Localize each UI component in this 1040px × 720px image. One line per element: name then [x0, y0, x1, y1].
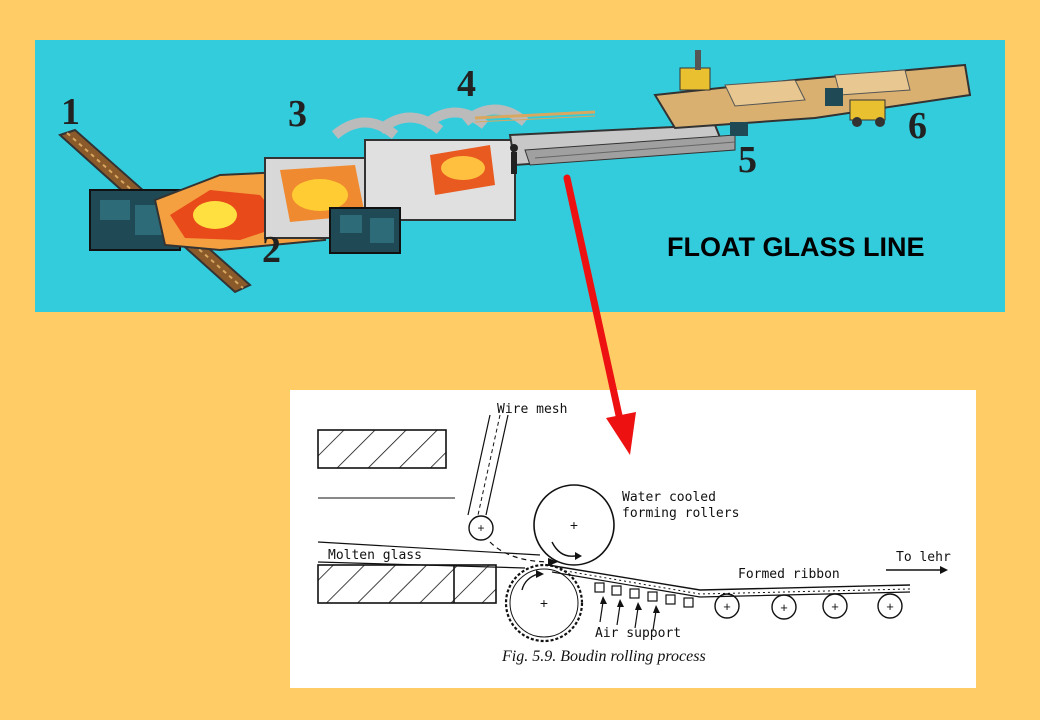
step-number-2: 2: [262, 229, 281, 271]
mesh-guide-roller: [468, 515, 494, 541]
forklift-vehicle: [849, 99, 886, 121]
water-cooled-label: Water cooled: [622, 490, 716, 505]
step-number-4: 4: [457, 63, 476, 105]
operator-figure: [511, 152, 517, 174]
float-glass-line-illustration: 1 2 3 4 5 6 FLOAT GLASS LINE: [35, 40, 1005, 312]
lower-refractory-block: [317, 564, 497, 604]
molten-glass-top-line: [317, 541, 541, 556]
to-lehr-label: To lehr: [896, 550, 951, 565]
step-number-1: 1: [61, 91, 80, 133]
forming-rollers-label: forming rollers: [622, 506, 740, 521]
rolling-process-drawing: + + +: [317, 414, 948, 643]
svg-text:+: +: [540, 595, 548, 611]
svg-text:+: +: [723, 599, 731, 614]
production-line-drawing: [58, 50, 972, 294]
boudin-rolling-diagram: + + +: [290, 390, 976, 688]
formed-ribbon-line: [547, 564, 911, 591]
wire-mesh-label: Wire mesh: [497, 402, 568, 417]
support-rollers: + + + +: [714, 593, 903, 620]
upper-forming-roller: [533, 484, 615, 566]
lower-forming-roller: [504, 563, 584, 643]
upper-refractory-block: [317, 429, 447, 469]
float-glass-line-title: FLOAT GLASS LINE: [667, 232, 925, 262]
svg-text:+: +: [831, 599, 839, 614]
air-support-label: Air support: [595, 626, 682, 641]
wire-mesh: [467, 414, 491, 516]
glass-flow-path: [489, 541, 553, 563]
svg-text:+: +: [570, 517, 578, 533]
svg-text:+: +: [477, 521, 484, 535]
air-flow-arrows: [599, 601, 657, 631]
molten-glass-label: Molten glass: [328, 548, 422, 563]
formed-ribbon-label: Formed ribbon: [738, 567, 840, 582]
air-support-nozzle: [594, 582, 605, 593]
svg-text:+: +: [886, 599, 894, 614]
figure-caption: Fig. 5.9. Boudin rolling process: [502, 648, 706, 665]
step-number-5: 5: [738, 139, 757, 181]
crane-vehicle: [679, 67, 711, 91]
svg-text:+: +: [780, 600, 788, 615]
step-number-3: 3: [288, 93, 307, 135]
step-number-6: 6: [908, 105, 927, 147]
